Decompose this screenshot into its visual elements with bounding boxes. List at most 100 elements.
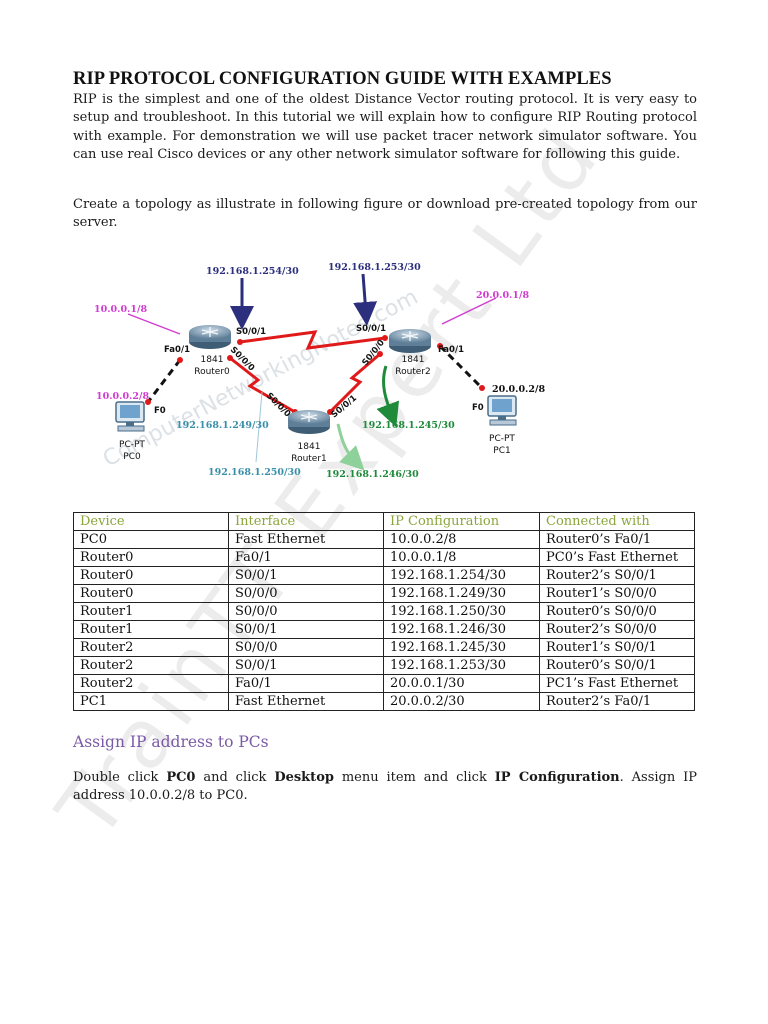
table-row: Router0 S0/0/0 192.168.1.249/30 Router1’… (73, 584, 695, 603)
ip-label-r0-fa: 10.0.0.1/8 (94, 304, 147, 315)
port-label-r0-s001: S0/0/1 (236, 327, 266, 337)
port-label-pc1-f0: F0 (472, 403, 484, 413)
cell-interface: Fast Ethernet (228, 530, 384, 549)
topology-instruction: Create a topology as illustrate in follo… (73, 197, 697, 231)
cell-interface: S0/0/1 (228, 566, 384, 585)
pc0-name: PC0 (123, 452, 141, 462)
router2-icon[interactable] (389, 329, 431, 353)
intro-paragraph: RIP is the simplest and one of the oldes… (73, 92, 697, 162)
port-label-pc0-f0: F0 (154, 406, 166, 416)
cell-connected: Router2’s S0/0/0 (539, 620, 695, 639)
ip-configuration-table: Device Interface IP Configuration Connec… (73, 512, 695, 711)
cell-connected: Router2’s S0/0/1 (539, 566, 695, 585)
table-row: Router1 S0/0/1 192.168.1.246/30 Router2’… (73, 620, 695, 639)
instruction-text: and click (195, 770, 275, 785)
cell-connected: PC0’s Fast Ethernet (539, 548, 695, 567)
ip-label-r1-s000: 192.168.1.250/30 (208, 467, 301, 478)
cell-interface: Fast Ethernet (228, 692, 384, 711)
pc1-model: PC-PT (489, 434, 515, 444)
table-row: Router2 S0/0/0 192.168.1.245/30 Router1’… (73, 638, 695, 657)
ip-label-r2-fa: 20.0.0.1/8 (476, 290, 529, 301)
cell-connected: Router0’s S0/0/0 (539, 602, 695, 621)
instruction-text: menu item and click (333, 770, 495, 785)
table-row: Router1 S0/0/0 192.168.1.250/30 Router0’… (73, 602, 695, 621)
cell-interface: Fa0/1 (228, 674, 384, 693)
cell-ip: 192.168.1.250/30 (383, 602, 540, 621)
port-label-r2-s001: S0/0/1 (356, 324, 386, 334)
link-router1-router2 (328, 352, 381, 414)
router0-icon[interactable] (189, 325, 231, 349)
port-label-r0-fa: Fa0/1 (164, 345, 190, 355)
cell-ip: 192.168.1.249/30 (383, 584, 540, 603)
arrow-r0-s000 (255, 391, 263, 463)
ip-label-pc1: 20.0.0.2/8 (492, 384, 545, 395)
ip-label-r1-s001: 192.168.1.246/30 (326, 469, 419, 480)
arrow-r2-fa (441, 297, 497, 325)
cell-ip: 192.168.1.254/30 (383, 566, 540, 585)
arrow-r2-s000 (376, 365, 400, 428)
table-header-row: Device Interface IP Configuration Connec… (73, 512, 695, 531)
pc1-name: PC1 (493, 446, 510, 456)
port-label-r2-s000: S0/0/0 (360, 338, 386, 368)
instruction-pc0: PC0 (166, 770, 196, 785)
cell-ip: 192.168.1.246/30 (383, 620, 540, 639)
cell-device: Router0 (73, 566, 229, 585)
port-label-r1-s000: S0/0/0 (264, 391, 292, 419)
cell-device: Router2 (73, 638, 229, 657)
router0-name: Router0 (194, 367, 230, 377)
link-router0-pc0 (146, 359, 182, 403)
cell-interface: S0/0/0 (228, 584, 384, 603)
router2-model: 1841 (402, 355, 425, 365)
ip-label-r2-s000: 192.168.1.245/30 (362, 420, 455, 431)
link-router0-router1 (229, 356, 296, 414)
section-heading-assign-ip: Assign IP address to PCs (73, 733, 269, 751)
router1-icon[interactable] (288, 410, 330, 434)
network-topology-diagram: ComputerNetworkingNotes.com (94, 262, 545, 480)
page-title: RIP PROTOCOL CONFIGURATION GUIDE WITH EX… (73, 69, 612, 89)
router2-name: Router2 (395, 367, 431, 377)
arrow-r2-s001 (353, 273, 378, 326)
cell-ip: 192.168.1.245/30 (383, 638, 540, 657)
instruction-text: . Assign IP address 10.0.0.2/8 to PC0. (73, 770, 697, 804)
cell-interface: S0/0/1 (228, 620, 384, 639)
cell-device: PC1 (73, 692, 229, 711)
cell-interface: Fa0/1 (228, 548, 384, 567)
cell-device: Router0 (73, 548, 229, 567)
ip-label-pc0: 10.0.0.2/8 (96, 391, 149, 402)
link-router2-pc1 (438, 344, 484, 390)
cell-connected: Router0’s Fa0/1 (539, 530, 695, 549)
ip-label-r2-s001: 192.168.1.253/30 (328, 262, 421, 273)
cell-ip: 10.0.0.1/8 (383, 548, 540, 567)
cell-interface: S0/0/1 (228, 656, 384, 675)
cell-connected: Router1’s S0/0/1 (539, 638, 695, 657)
router1-model: 1841 (298, 442, 321, 452)
cell-connected: PC1’s Fast Ethernet (539, 674, 695, 693)
pc1-icon[interactable] (487, 395, 517, 426)
arrow-r1-s001 (336, 423, 365, 471)
table-row: Router0 Fa0/1 10.0.0.1/8 PC0’s Fast Ethe… (73, 548, 695, 567)
table-row: Router2 S0/0/1 192.168.1.253/30 Router0’… (73, 656, 695, 675)
port-label-r2-fa: Fa0/1 (438, 345, 464, 355)
table-row: PC0 Fast Ethernet 10.0.0.2/8 Router0’s F… (73, 530, 695, 549)
cell-connected: Router1’s S0/0/0 (539, 584, 695, 603)
table-row: Router2 Fa0/1 20.0.0.1/30 PC1’s Fast Eth… (73, 674, 695, 693)
link-router0-router2 (239, 330, 386, 350)
column-header-interface: Interface (228, 512, 384, 531)
cell-device: Router1 (73, 602, 229, 621)
cell-device: Router2 (73, 656, 229, 675)
ip-label-r0-s000: 192.168.1.249/30 (176, 420, 269, 431)
table-row: PC1 Fast Ethernet 20.0.0.2/30 Router2’s … (73, 692, 695, 711)
cell-connected: Router0’s S0/0/1 (539, 656, 695, 675)
arrow-r0-fa (127, 313, 181, 335)
router0-model: 1841 (201, 355, 224, 365)
cell-device: Router0 (73, 584, 229, 603)
table-row: Router0 S0/0/1 192.168.1.254/30 Router2’… (73, 566, 695, 585)
column-header-connected: Connected with (539, 512, 695, 531)
cell-interface: S0/0/0 (228, 602, 384, 621)
diagram-watermark: ComputerNetworkingNotes.com (99, 285, 422, 473)
cell-device: Router1 (73, 620, 229, 639)
cell-device: Router2 (73, 674, 229, 693)
pc0-model: PC-PT (119, 440, 145, 450)
pc0-icon[interactable] (115, 401, 145, 432)
